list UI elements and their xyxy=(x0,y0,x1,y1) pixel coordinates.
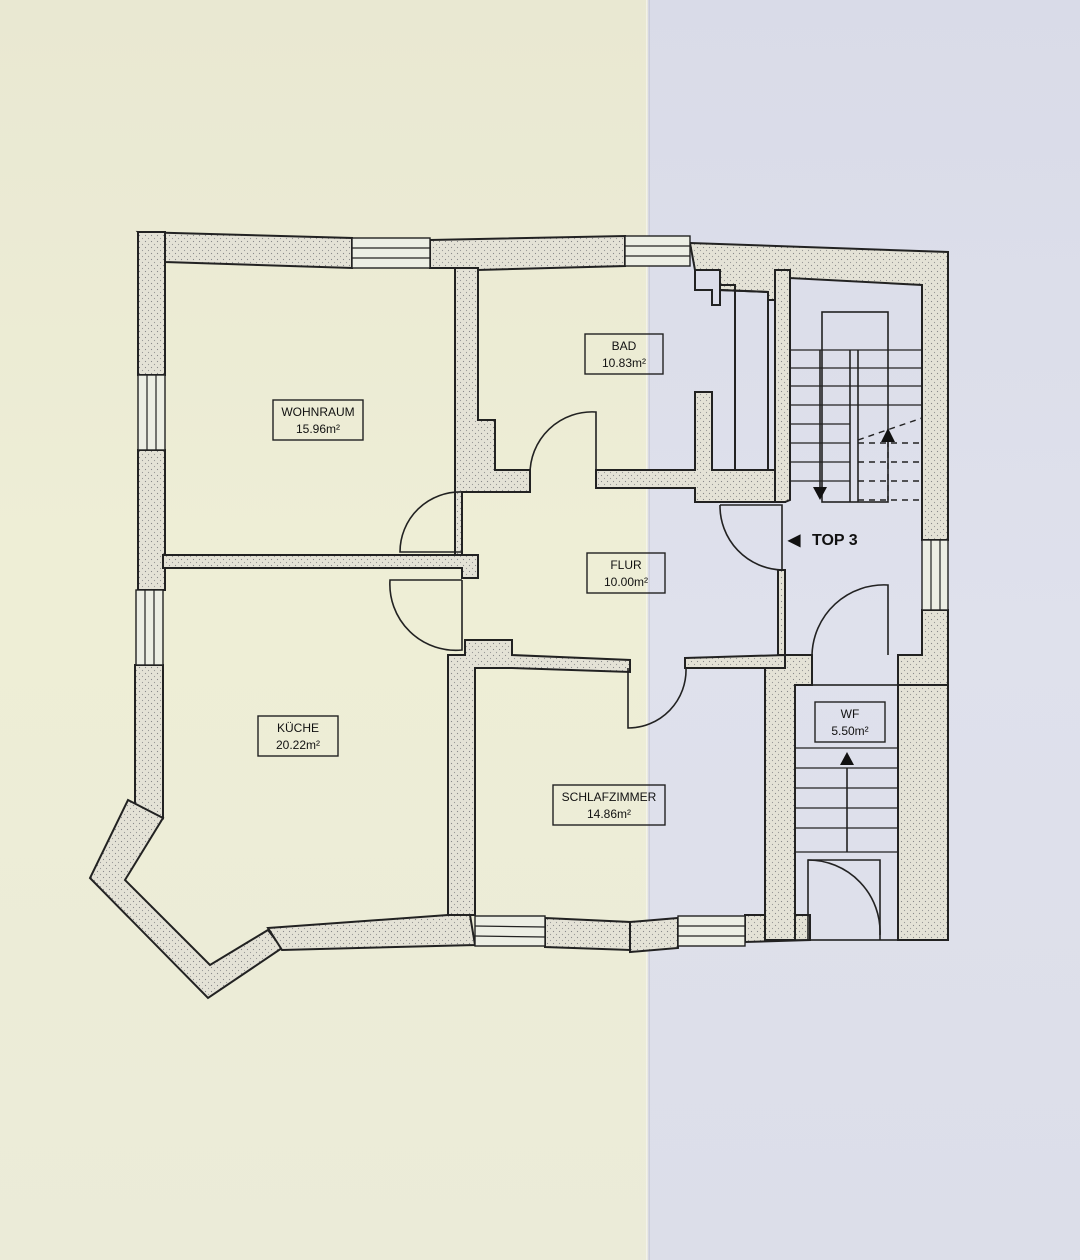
label-wf-area: 5.50m² xyxy=(831,724,868,738)
outer-walls xyxy=(88,230,949,1000)
doors xyxy=(389,411,889,936)
label-kueche: KÜCHE 20.22m² xyxy=(257,715,339,757)
windows xyxy=(135,235,949,947)
label-bad-name: BAD xyxy=(612,339,637,353)
label-flur-area: 10.00m² xyxy=(604,575,648,589)
label-bad: BAD 10.83m² xyxy=(584,333,664,375)
paper-left-half xyxy=(0,0,648,1260)
unit-marker: ◀ TOP 3 xyxy=(787,532,858,549)
unit-label: TOP 3 xyxy=(812,532,858,549)
label-schlafzimmer: SCHLAFZIMMER 14.86m² xyxy=(552,784,666,826)
interior-walls xyxy=(162,267,813,941)
label-kueche-name: KÜCHE xyxy=(277,721,319,735)
label-bad-area: 10.83m² xyxy=(602,356,646,370)
paper-fold xyxy=(646,0,650,1260)
label-flur: FLUR 10.00m² xyxy=(586,552,666,594)
label-kueche-area: 20.22m² xyxy=(276,738,320,752)
label-schlafzimmer-name: SCHLAFZIMMER xyxy=(562,790,657,804)
label-wohnraum: WOHNRAUM 15.96m² xyxy=(272,399,364,441)
label-wf: WF 5.50m² xyxy=(814,701,886,743)
label-flur-name: FLUR xyxy=(610,558,642,572)
label-wohnraum-area: 15.96m² xyxy=(296,422,340,436)
label-wohnraum-name: WOHNRAUM xyxy=(281,405,354,419)
stairs-lower xyxy=(794,684,899,941)
unit-marker-arrow: ◀ xyxy=(787,532,801,549)
stairs-upper xyxy=(790,311,923,503)
label-wf-name: WF xyxy=(841,707,860,721)
paper-right-half xyxy=(648,0,1080,1260)
label-schlafzimmer-area: 14.86m² xyxy=(587,807,631,821)
